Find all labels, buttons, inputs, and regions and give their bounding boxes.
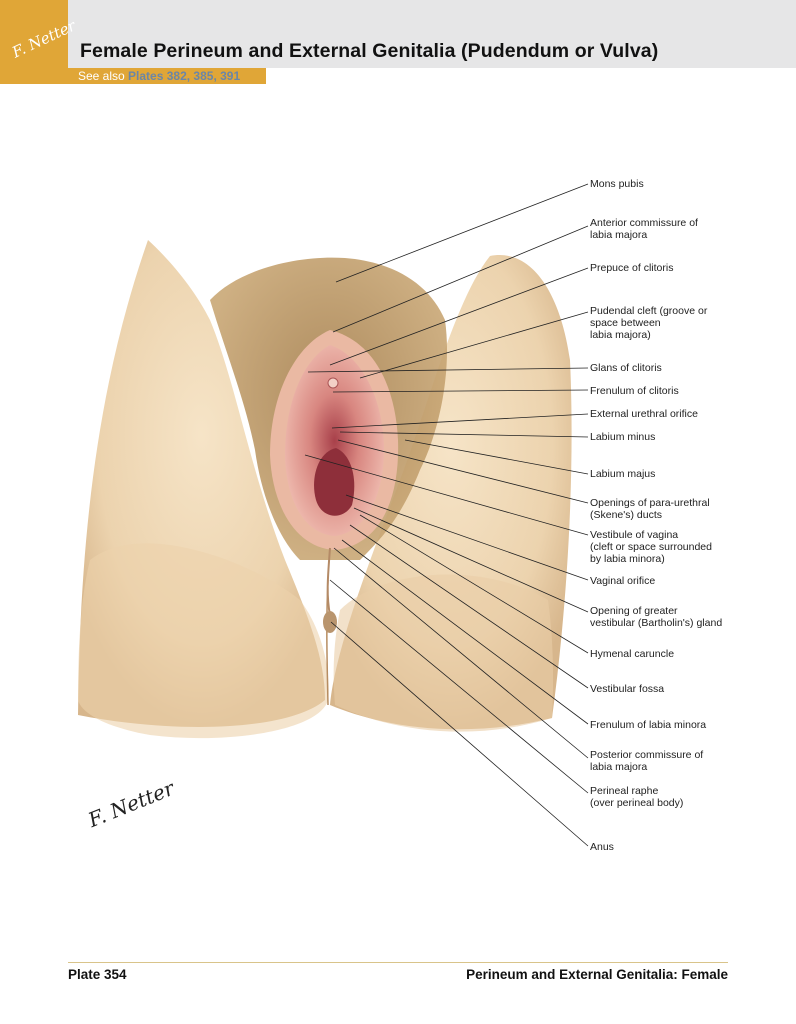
label-anterior-commissure: Anterior commissure of labia majora bbox=[590, 217, 698, 241]
vaginal-orifice bbox=[314, 448, 355, 516]
anus bbox=[323, 611, 337, 633]
see-also-plates-link[interactable]: Plates 382, 385, 391 bbox=[128, 69, 241, 83]
label-frenulum-clitoris: Frenulum of clitoris bbox=[590, 385, 679, 397]
glans-clitoris bbox=[327, 377, 339, 389]
footer-divider bbox=[68, 962, 728, 963]
label-perineal-raphe: Perineal raphe (over perineal body) bbox=[590, 785, 684, 809]
plate-number: Plate 354 bbox=[68, 967, 127, 982]
label-labium-minus: Labium minus bbox=[590, 431, 656, 443]
label-labium-majus: Labium majus bbox=[590, 468, 656, 480]
see-also-prefix: See also bbox=[78, 69, 125, 83]
label-vaginal-orifice: Vaginal orifice bbox=[590, 575, 656, 587]
label-frenulum-labia-minora: Frenulum of labia minora bbox=[590, 719, 707, 731]
label-vestibule: Vestibule of vagina (cleft or space surr… bbox=[590, 529, 712, 565]
plate-title: Female Perineum and External Genitalia (… bbox=[80, 40, 659, 62]
label-posterior-commissure: Posterior commissure of labia majora bbox=[590, 749, 704, 773]
label-pudendal-cleft: Pudendal cleft (groove or space between … bbox=[590, 305, 708, 341]
label-external-urethral-orifice: External urethral orifice bbox=[590, 408, 698, 420]
label-hymenal-caruncle: Hymenal caruncle bbox=[590, 648, 675, 660]
buttocks bbox=[78, 543, 329, 739]
labia-minora bbox=[285, 345, 385, 536]
netter-logo: F. Netter bbox=[0, 0, 78, 84]
perineal-raphe bbox=[326, 547, 331, 616]
see-also-bar: See also Plates 382, 385, 391 bbox=[68, 68, 266, 84]
label-anus: Anus bbox=[590, 841, 614, 853]
label-mons-pubis: Mons pubis bbox=[590, 178, 644, 190]
footer-section-title: Perineum and External Genitalia: Female bbox=[466, 967, 728, 982]
label-skene-ducts: Openings of para-urethral (Skene's) duct… bbox=[590, 497, 710, 521]
leader-lines bbox=[304, 183, 589, 847]
label-glans-clitoris: Glans of clitoris bbox=[590, 362, 662, 374]
buttocks-right bbox=[333, 574, 554, 732]
label-prepuce-clitoris: Prepuce of clitoris bbox=[590, 262, 674, 274]
label-vestibular-fossa: Vestibular fossa bbox=[590, 683, 665, 695]
label-bartholin-gland: Opening of greater vestibular (Bartholin… bbox=[590, 605, 723, 629]
header-band bbox=[0, 0, 796, 68]
